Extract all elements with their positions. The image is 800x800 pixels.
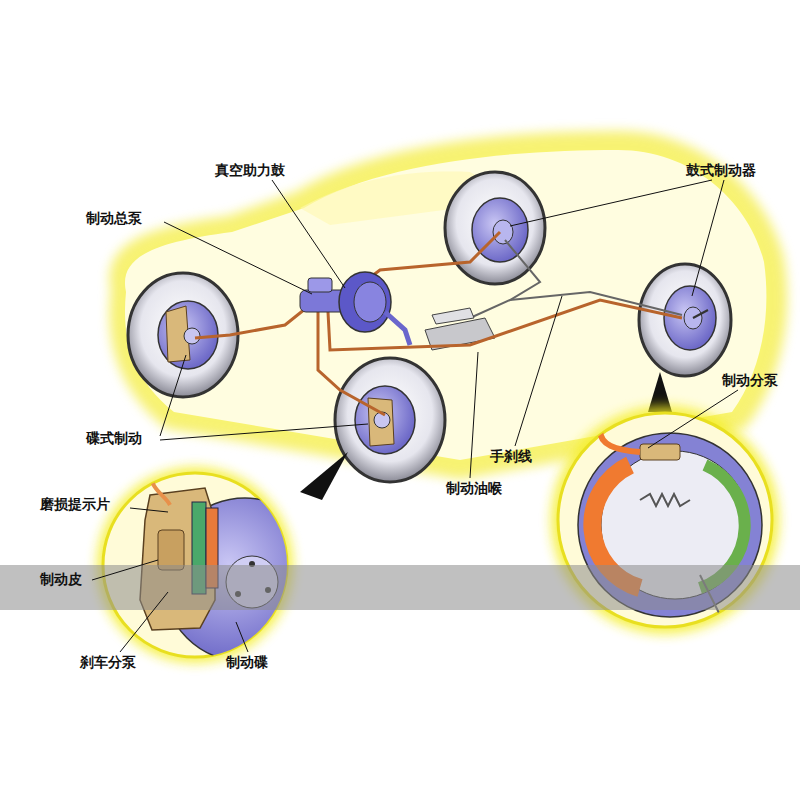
- wheel: [445, 172, 545, 284]
- part-label: 刹车分泵: [80, 654, 136, 670]
- inset-pointer: [648, 372, 672, 412]
- part-label: 真空助力鼓: [215, 162, 285, 178]
- part-label: 制动皮: [40, 571, 82, 587]
- master-cylinder: [300, 272, 410, 345]
- part-label: 制动油喉: [446, 480, 502, 496]
- part-label: 手刹线: [490, 448, 532, 464]
- wheel: [335, 358, 445, 482]
- part-label: 碟式制动: [86, 430, 142, 446]
- leader-line: [92, 180, 738, 652]
- part-label: 鼓式制动器: [686, 162, 756, 178]
- handbrake-lever: [425, 308, 495, 350]
- wheel: [639, 264, 731, 376]
- part-label: 磨损提示片: [40, 496, 110, 512]
- part-label: 制动分泵: [722, 372, 778, 388]
- part-label: 制动总泵: [86, 210, 142, 226]
- part-label: 制动碟: [226, 654, 268, 670]
- handbrake-cable: [470, 240, 682, 318]
- inset-pointer: [300, 452, 348, 500]
- brake-line: [195, 232, 682, 415]
